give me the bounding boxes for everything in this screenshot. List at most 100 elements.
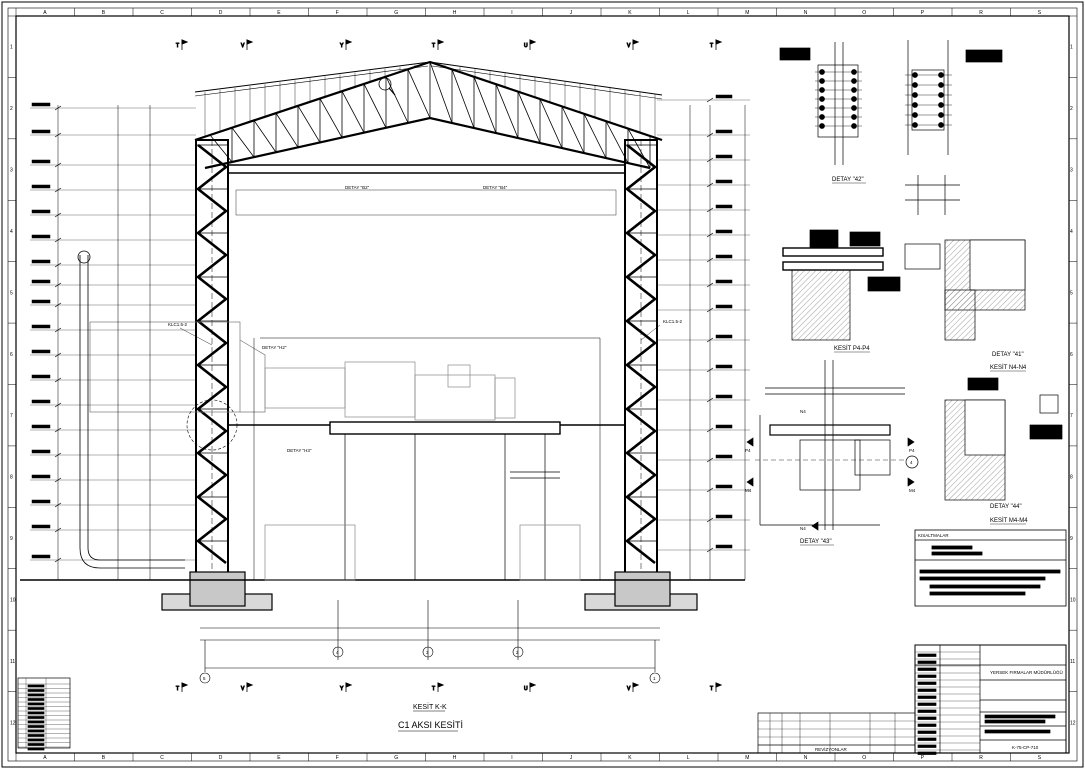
dimension-tick bbox=[54, 527, 62, 533]
axis-label: U bbox=[524, 43, 528, 49]
title-row-text bbox=[917, 674, 937, 678]
dimension-value bbox=[31, 349, 51, 354]
dimension-value bbox=[715, 154, 733, 159]
grid-number: 8 bbox=[10, 475, 13, 481]
table-cell bbox=[27, 693, 45, 697]
axis-marker-5: 5 bbox=[203, 676, 206, 681]
table-cell bbox=[27, 711, 45, 715]
grid-number: 4 bbox=[10, 229, 13, 235]
axis-arrow bbox=[246, 682, 254, 688]
axis-label: V bbox=[627, 686, 631, 692]
pipe bbox=[77, 250, 185, 569]
grid-letter: F bbox=[336, 10, 339, 16]
column-brace bbox=[195, 143, 229, 565]
title-row-text bbox=[917, 702, 937, 706]
truss-webs bbox=[209, 61, 651, 169]
section-m4-label: KESİT M4-M4 bbox=[990, 517, 1028, 524]
truss-diagonal bbox=[275, 112, 299, 148]
grid-letter: N bbox=[804, 10, 808, 16]
grid-number: 11 bbox=[1070, 659, 1075, 665]
dimension-value bbox=[31, 324, 51, 329]
grid-letter: I bbox=[511, 755, 512, 761]
grid-number: 8 bbox=[1070, 475, 1073, 481]
legend-title: KISALTMALAR bbox=[918, 533, 949, 538]
dimension-value bbox=[715, 254, 733, 259]
bolt-group-b bbox=[905, 72, 952, 128]
dimension-tick bbox=[706, 132, 714, 138]
truss-diagonal bbox=[297, 105, 321, 143]
dimension-value bbox=[31, 299, 51, 304]
dimension-tick bbox=[54, 452, 62, 458]
machinery bbox=[89, 77, 625, 581]
label-klc-right: KLC1.5-2 bbox=[663, 319, 683, 324]
grid-number: 12 bbox=[1070, 720, 1076, 726]
truss-diagonal bbox=[363, 83, 387, 128]
grid-letter: L bbox=[687, 10, 690, 16]
dimension-value bbox=[31, 524, 51, 529]
grid-number: 7 bbox=[10, 413, 13, 419]
dimension-value bbox=[31, 102, 51, 107]
grid-number: 3 bbox=[10, 168, 13, 174]
cut-p4-right: P4 bbox=[909, 448, 915, 453]
title-row-text bbox=[917, 695, 937, 699]
left-column-bracing bbox=[195, 143, 229, 565]
truss-diagonal bbox=[473, 76, 497, 134]
dimension-value bbox=[715, 514, 733, 519]
title-row-text bbox=[917, 709, 937, 713]
axis-label: T bbox=[710, 686, 713, 692]
detail-42 bbox=[779, 40, 1003, 215]
dimension-tick bbox=[706, 207, 714, 213]
table-cell bbox=[27, 747, 45, 751]
grid-letter: B bbox=[102, 10, 106, 16]
dimension-tick bbox=[706, 517, 714, 523]
title-row-text bbox=[917, 723, 937, 727]
cut-n4-bottom: N4 bbox=[800, 526, 806, 531]
axis-label: U bbox=[524, 686, 528, 692]
dimension-tick bbox=[706, 457, 714, 463]
grid-letter: E bbox=[277, 10, 281, 16]
axis-arrow bbox=[529, 39, 537, 45]
table-cell bbox=[27, 729, 45, 733]
axis-arrow bbox=[632, 682, 640, 688]
grid-number: 5 bbox=[10, 290, 13, 296]
truss-diagonal bbox=[539, 98, 563, 149]
dimension-tick bbox=[54, 302, 62, 308]
dimension-value bbox=[31, 374, 51, 379]
detail-41-label: DETAY "41" bbox=[992, 352, 1024, 358]
dimension-tick bbox=[54, 427, 62, 433]
dimension-tick bbox=[54, 377, 62, 383]
grid-letter: S bbox=[1038, 10, 1042, 16]
dimension-value bbox=[31, 474, 51, 479]
title-block-rows bbox=[915, 651, 980, 755]
title-row-text bbox=[917, 716, 937, 720]
truss-diagonal bbox=[583, 113, 607, 159]
grid-letter: N bbox=[804, 755, 808, 761]
label-klc-left: KLC1.5-2 bbox=[168, 322, 188, 327]
dimension-value bbox=[31, 499, 51, 504]
dimension-value bbox=[31, 234, 51, 239]
dimension-tick bbox=[54, 162, 62, 168]
cut-n4-top: N4 bbox=[800, 409, 806, 414]
grid-letter: D bbox=[219, 10, 223, 16]
dimension-value bbox=[31, 209, 51, 214]
small-table-rows bbox=[18, 678, 70, 751]
dimension-value bbox=[715, 484, 733, 489]
dimension-tick bbox=[54, 282, 62, 288]
cut-p4-left: P4 bbox=[745, 448, 751, 453]
table-cell bbox=[27, 738, 45, 742]
grid-letter: I bbox=[511, 10, 512, 16]
grid-letter: D bbox=[219, 755, 223, 761]
grid-letter: G bbox=[394, 10, 398, 16]
table-cell bbox=[27, 734, 45, 737]
title-row-text bbox=[917, 688, 937, 692]
axis-label: T bbox=[432, 43, 435, 49]
grid-letter: G bbox=[394, 755, 398, 761]
grid-letter: J bbox=[570, 755, 573, 761]
dimension-tick bbox=[706, 307, 714, 313]
table-cell bbox=[27, 720, 45, 724]
